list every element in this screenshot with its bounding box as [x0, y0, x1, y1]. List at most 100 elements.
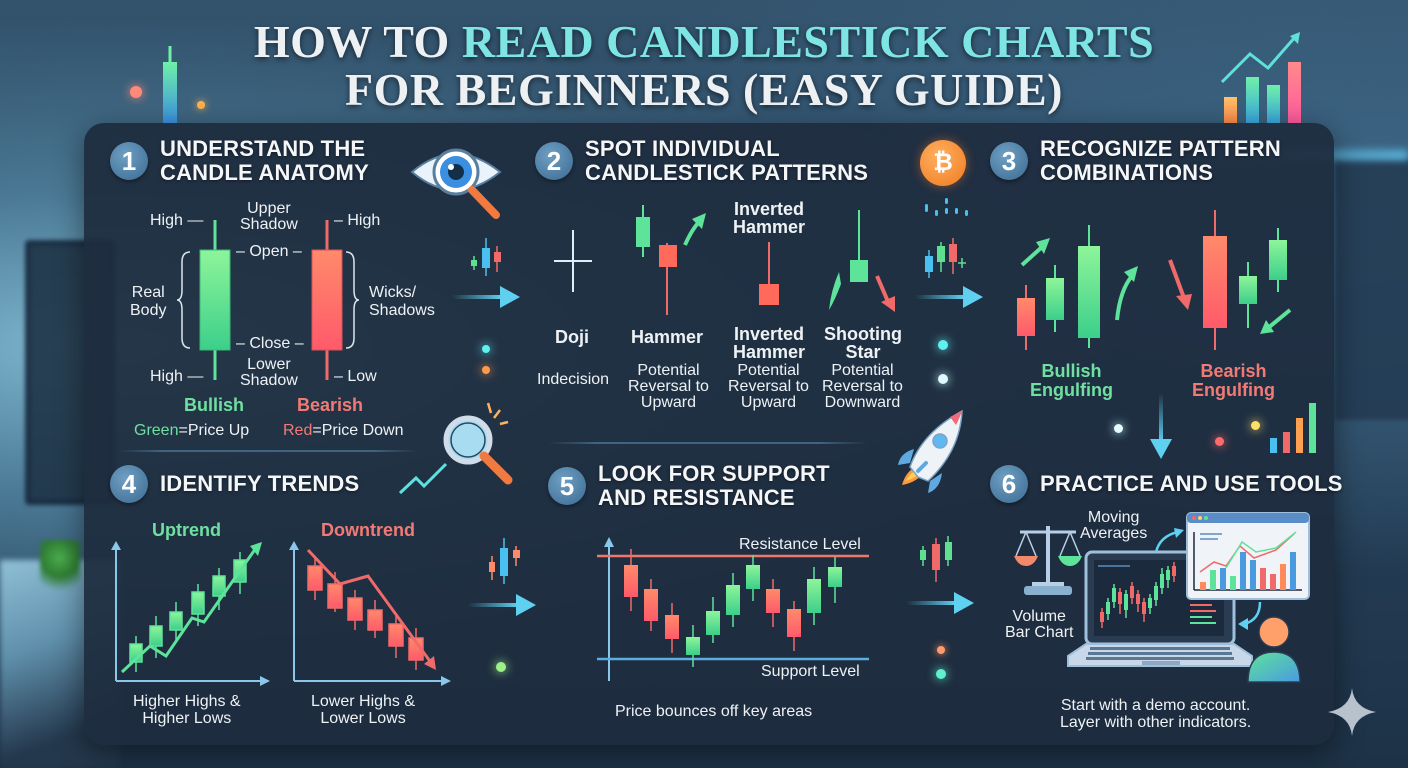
label-downtrend: Downtrend: [321, 520, 415, 540]
arrow-right-icon: [906, 592, 974, 614]
rocket-icon: [898, 409, 963, 493]
inverted-hammer-candle: [759, 242, 779, 305]
glowing-candle-icon: [163, 46, 177, 124]
title-accent: READ CANDLESTICK CHARTS: [461, 16, 1155, 67]
glow-dot: [1251, 421, 1260, 430]
step-title: PRACTICE AND USE TOOLS: [1040, 471, 1343, 496]
pattern-meaning-inverted-hammer: Potential Reversal to Upward: [728, 362, 809, 411]
glow-dot: [1215, 437, 1224, 446]
bullish-candle-diagram: [199, 220, 231, 380]
step-4-identify-trends: 4 IDENTIFY TRENDS: [110, 465, 359, 503]
wicks-brace: [345, 251, 360, 349]
step-number-badge: 4: [110, 465, 148, 503]
section-divider: [118, 450, 418, 452]
label-lower-shadow: Lower Shadow: [240, 356, 298, 389]
bullish-engulfing-candles: [1017, 225, 1138, 350]
step-number-badge: 6: [990, 465, 1028, 503]
glow-dot: [938, 340, 948, 350]
label-volume-bar-chart: Volume Bar Chart: [1005, 608, 1074, 641]
label-resistance-level: Resistance Level: [739, 536, 861, 553]
caption-uptrend: Higher Highs & Higher Lows: [133, 693, 241, 727]
mini-candles-icon: [920, 536, 952, 582]
support-resistance-chart: [597, 537, 869, 681]
legend-green-price-up: Green=Price Up: [134, 422, 250, 439]
step-number-badge: 2: [535, 142, 573, 180]
label-bearish-engulfing: Bearish Engulfing: [1192, 361, 1275, 400]
mini-candles-icon: [925, 198, 968, 278]
label-bullish-engulfing: Bullish Engulfing: [1030, 361, 1113, 400]
glow-dot: [1114, 424, 1123, 433]
glow-dot: [197, 101, 205, 109]
label-real-body: Real Body: [130, 284, 167, 319]
uptrend-chart: [111, 541, 270, 686]
label-high-right-top: – High: [334, 212, 381, 229]
mini-candles-icon: [489, 538, 520, 584]
step-title: SPOT INDIVIDUAL CANDLESTICK PATTERNS: [585, 136, 869, 185]
glow-dot: [937, 646, 945, 654]
title-line-1: HOW TO READ CANDLESTICK CHARTS: [0, 18, 1408, 66]
step-number-badge: 5: [548, 467, 586, 505]
bearish-candle-diagram: [311, 220, 343, 380]
doji-candle: [554, 230, 592, 292]
pattern-name-doji: Doji: [555, 327, 589, 347]
shooting-star-candles: [829, 210, 895, 312]
step-title: LOOK FOR SUPPORT AND RESISTANCE: [598, 461, 830, 510]
title-plain: HOW TO: [253, 16, 462, 67]
hammer-candles: [636, 205, 706, 315]
arrow-down-icon: [1150, 393, 1172, 459]
label-bullish: Bullish: [184, 395, 245, 415]
legend-red-price-down: Red=Price Down: [283, 422, 404, 439]
step-6-practice-tools: 6 PRACTICE AND USE TOOLS: [990, 465, 1343, 503]
title-line-2: FOR BEGINNERS (EASY GUIDE): [344, 64, 1063, 115]
caption-downtrend: Lower Highs & Lower Lows: [311, 693, 416, 727]
step-number-badge: 3: [990, 142, 1028, 180]
chart-window-icon: [1186, 512, 1310, 600]
label-open: – Open –: [236, 243, 302, 260]
label-upper-shadow: Upper Shadow: [240, 200, 298, 233]
section-divider: [548, 442, 868, 444]
label-high-left-top: High —: [150, 212, 204, 229]
label-bearish: Bearish: [297, 395, 364, 415]
glow-dot: [482, 345, 490, 353]
user-icon: [1247, 616, 1301, 683]
step-number-badge: 1: [110, 142, 148, 180]
glow-dot: [938, 374, 948, 384]
label-high-left-bottom: High —: [150, 368, 204, 385]
glow-dot: [482, 366, 490, 374]
label-close: – Close –: [236, 335, 304, 352]
background-monitor-right: [1335, 160, 1408, 420]
real-body-brace: [176, 251, 191, 349]
pattern-name-hammer: Hammer: [631, 327, 704, 347]
page-title: HOW TO READ CANDLESTICK CHARTS FOR BEGIN…: [0, 18, 1408, 114]
label-moving-averages: Moving Averages: [1080, 509, 1148, 542]
caption-practice-tools: Start with a demo account. Layer with ot…: [1060, 697, 1252, 731]
glow-dot: [130, 86, 142, 98]
curved-arrow-icon: [1238, 601, 1262, 630]
step-3-pattern-combinations: 3 RECOGNIZE PATTERN COMBINATIONS: [990, 137, 1281, 185]
pattern-name-inverted-hammer: Inverted Hammer: [733, 324, 806, 362]
caption-support-resistance: Price bounces off key areas: [615, 703, 813, 720]
scale-icon: [1014, 526, 1082, 595]
step-title: IDENTIFY TRENDS: [160, 471, 360, 496]
glow-dot: [496, 662, 506, 672]
pattern-meaning-hammer: Potential Reversal to Upward: [628, 362, 709, 411]
arrow-right-icon: [468, 594, 536, 616]
growth-bar-chart-icon: [1220, 32, 1301, 123]
step-title: RECOGNIZE PATTERN COMBINATIONS: [1040, 136, 1281, 185]
pattern-meaning-shooting-star: Potential Reversal to Downward: [822, 362, 903, 411]
label-uptrend: Uptrend: [152, 520, 221, 540]
step-1-candle-anatomy: 1 UNDERSTAND THE CANDLE ANATOMY: [110, 137, 369, 185]
pattern-name-shooting-star: Shooting Star: [824, 324, 902, 362]
curved-arrow-icon: [1154, 528, 1184, 553]
downtrend-chart: [289, 541, 451, 686]
label-support-level: Support Level: [761, 663, 860, 680]
label-low-right: – Low: [334, 368, 377, 385]
sparkle-icon: [1328, 688, 1376, 736]
magnifier-trend-icon: [398, 402, 513, 495]
mini-bar-chart-icon: [1270, 403, 1316, 453]
label-inverted-hammer-top: Inverted Hammer: [733, 199, 806, 237]
bitcoin-icon: ₿: [920, 140, 966, 186]
label-wicks-shadows: Wicks/ Shadows: [369, 284, 435, 319]
glow-dot: [936, 669, 946, 679]
eye-magnifier-icon: [410, 148, 502, 219]
